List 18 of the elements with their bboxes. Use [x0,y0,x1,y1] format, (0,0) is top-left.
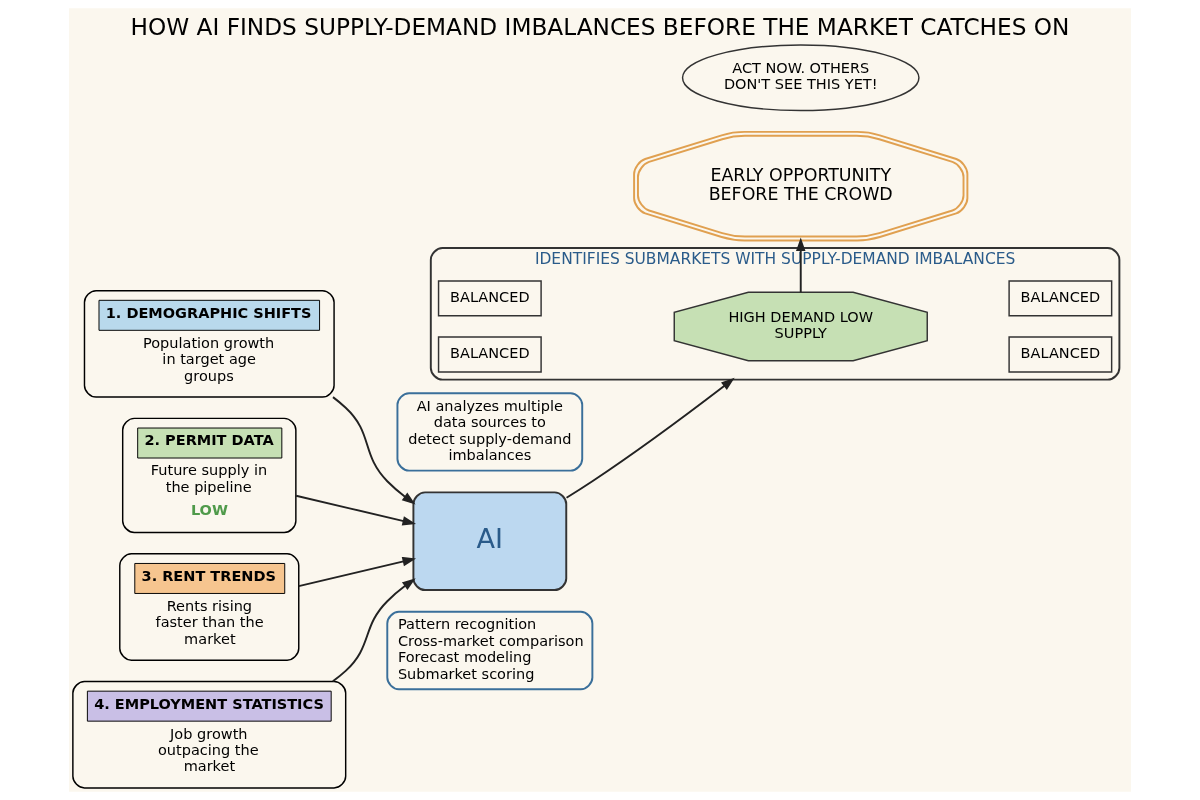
node-box: 1. DEMOGRAPHIC SHIFTS Population growth in target age groups [83,289,335,398]
diagram-title: HOW AI FINDS SUPPLY-DEMAND IMBALANCES BEFORE THE MARKET CATCHES ON [130,12,1070,40]
node-box: BALANCED [1008,336,1113,373]
node-box: Pattern recognition Cross-market comparison Forecast modeling Submarket scoring [386,610,594,691]
arrow [331,578,416,683]
node-box: 2. PERMIT DATA Future supply in the pipeline LOW [121,417,297,534]
arrow [295,494,417,526]
node-ellipse: ACT NOW. OTHERS DON'T SEE THIS YET! [681,44,920,112]
node-box: AI [412,491,568,592]
node-box: BALANCED [437,280,542,317]
arrow [565,377,735,499]
arrow [297,556,417,588]
arrow [332,396,416,505]
node-box: AI analyzes multiple data sources to detect supply-demand imbalances [396,392,584,472]
node-box: 4. EMPLOYMENT STATISTICS Job growth outpacing the market [72,680,347,789]
node-box: 3. RENT TRENDS Rents rising faster than the market [119,553,300,661]
node-box: BALANCED [1008,280,1113,317]
node-box: BALANCED [437,336,542,373]
